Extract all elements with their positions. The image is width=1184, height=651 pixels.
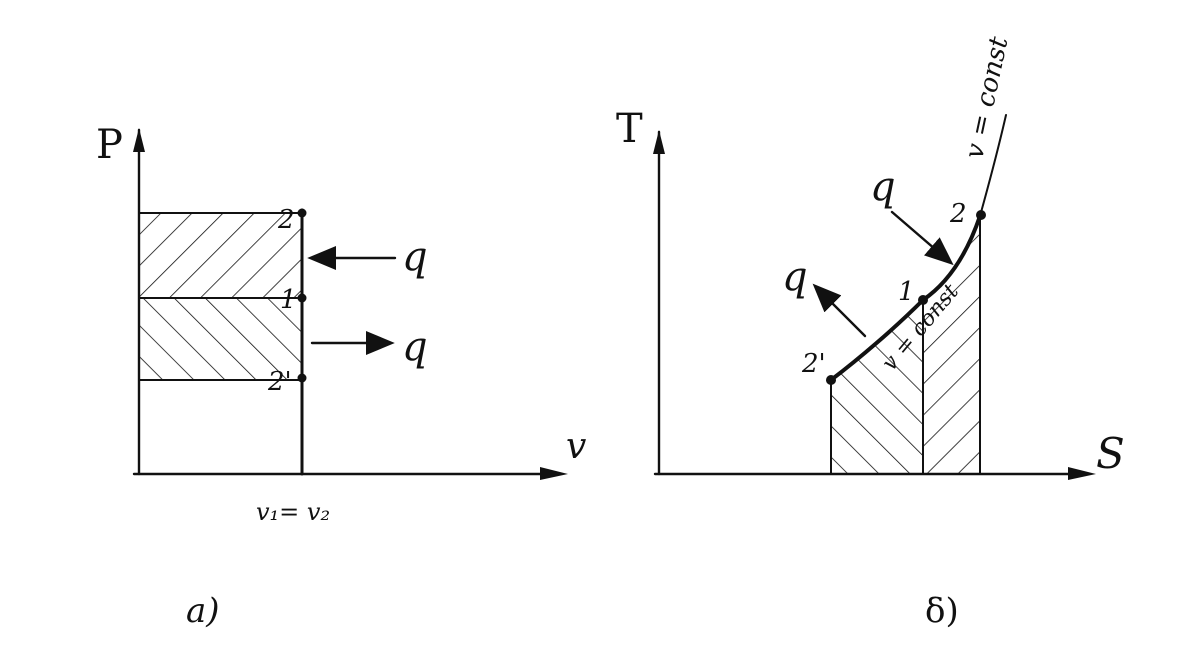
- panel-b-ts-diagram: T S v = const v = const 2 1 2' q q δ): [616, 34, 1125, 631]
- ts-isochore-curve-extension: [979, 114, 1007, 217]
- pv-point-2: [297, 208, 307, 218]
- pv-point-label-2prime: 2': [267, 367, 292, 397]
- ts-left-hatched-area: [831, 300, 923, 474]
- pv-point-2prime: [297, 373, 307, 383]
- pv-lower-hatched-area: [139, 298, 302, 380]
- pv-point-label-1: 1: [280, 285, 297, 315]
- pv-x-tick-label: v₁= v₂: [256, 498, 330, 526]
- pv-heat-label-in: q: [402, 234, 428, 280]
- ts-x-axis-arrow: [1068, 467, 1096, 480]
- panel-a-pv-diagram: P v v₁= v₂ 2 1 2' q q a): [96, 122, 586, 631]
- ts-heat-label-out: q: [782, 254, 808, 300]
- ts-point-label-2: 2: [949, 199, 967, 229]
- ts-point-2prime: [826, 375, 836, 385]
- ts-point-2: [976, 210, 986, 220]
- ts-curve-label-top: v = const: [960, 34, 1015, 162]
- pv-point-label-2: 2: [277, 205, 295, 235]
- pv-y-axis-label: P: [96, 122, 123, 168]
- pv-y-axis-arrow: [133, 128, 145, 152]
- ts-heat-label-in: q: [870, 164, 896, 210]
- ts-y-axis-arrow: [653, 130, 665, 154]
- pv-x-axis-label: v: [566, 426, 586, 467]
- ts-heat-out-arrow: [812, 283, 867, 338]
- ts-y-axis-label: T: [616, 106, 643, 152]
- pv-upper-hatched-area: [139, 213, 302, 298]
- pv-point-1: [297, 293, 307, 303]
- ts-x-axis-label: S: [1096, 429, 1125, 478]
- ts-heat-in-arrow: [890, 210, 954, 266]
- ts-right-hatched-area: [923, 216, 980, 474]
- panel-a-caption: a): [186, 591, 220, 631]
- panel-b-caption: δ): [925, 591, 959, 631]
- ts-point-1: [918, 295, 928, 305]
- pv-heat-label-out: q: [402, 324, 428, 370]
- ts-point-label-2prime: 2': [801, 349, 826, 379]
- ts-point-label-1: 1: [898, 277, 915, 307]
- pv-x-axis-arrow: [540, 467, 568, 480]
